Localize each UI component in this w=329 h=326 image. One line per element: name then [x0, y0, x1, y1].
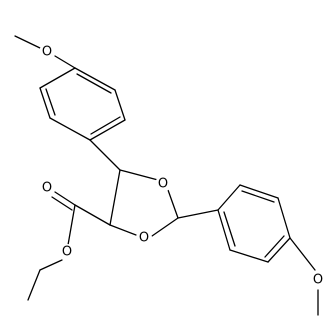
bond-carbonyl-c-o-ester [67, 204, 76, 246]
bond-c2-ring2 [177, 209, 219, 219]
bond-ring1-a-inner [76, 73, 112, 94]
bond-o-ester-ch2 [39, 259, 63, 271]
atom-label-o-carbonyl: O [42, 181, 52, 196]
bond-ring1-c5 [89, 139, 121, 171]
bond-ring1-a [74, 67, 116, 91]
bond-ring1-f [39, 67, 76, 89]
bond-ring2-f [217, 209, 231, 251]
bond-ring2-o-bottom [289, 237, 316, 271]
bond-ring1-b [114, 89, 126, 121]
atom-label-o-ring-right: O [158, 177, 168, 192]
bond-o3-c4 [109, 224, 137, 236]
bond-carbonyl-double-b [51, 196, 73, 211]
bond-ring2-b [239, 184, 279, 199]
bond-ring1-c-inner [90, 116, 121, 135]
bond-ring1-e-inner [45, 88, 56, 116]
bond-methyl-o-top [14, 35, 41, 49]
bond-ring2-a [217, 184, 241, 211]
atom-o-methoxy-bottom: O [310, 272, 326, 288]
bond-c5-o1 [119, 169, 159, 181]
bond-ring1-e [39, 87, 51, 119]
atom-label-o-ring-bottom: O [139, 231, 149, 246]
bond-ring1-d [49, 117, 91, 141]
atom-label-layer: O O O O O O [39, 44, 326, 288]
bond-ring2-f-inner [223, 211, 236, 247]
bond-o-top-ring [54, 55, 76, 69]
atom-label-o-ester: O [62, 245, 72, 260]
bond-carbonyl-double-a [54, 191, 76, 206]
atom-o-ring-bottom: O [136, 230, 152, 246]
atom-label-o-methoxy-bottom: O [313, 273, 323, 288]
bond-ring2-e [229, 249, 269, 263]
bond-c2-o3 [151, 217, 179, 237]
bond-ring2-d-inner [264, 235, 285, 258]
atom-o-carbonyl: O [39, 180, 55, 196]
bond-o1-c2 [167, 189, 179, 219]
bond-ch2-ch3 [27, 269, 41, 301]
atom-o-methoxy-top: O [39, 44, 55, 60]
atom-label-o-methoxy-top: O [42, 45, 52, 60]
atom-o-ring-right: O [155, 176, 171, 192]
bond-layer [14, 35, 319, 316]
bond-ring2-d [267, 237, 291, 263]
bond-c4-c5 [109, 169, 121, 226]
bond-ring1-c [89, 119, 126, 141]
bond-ring2-b-inner [241, 190, 275, 203]
atom-o-ester: O [59, 244, 75, 260]
bond-c4-carbonyl-c [74, 204, 111, 226]
bond-ring2-c [277, 197, 291, 239]
